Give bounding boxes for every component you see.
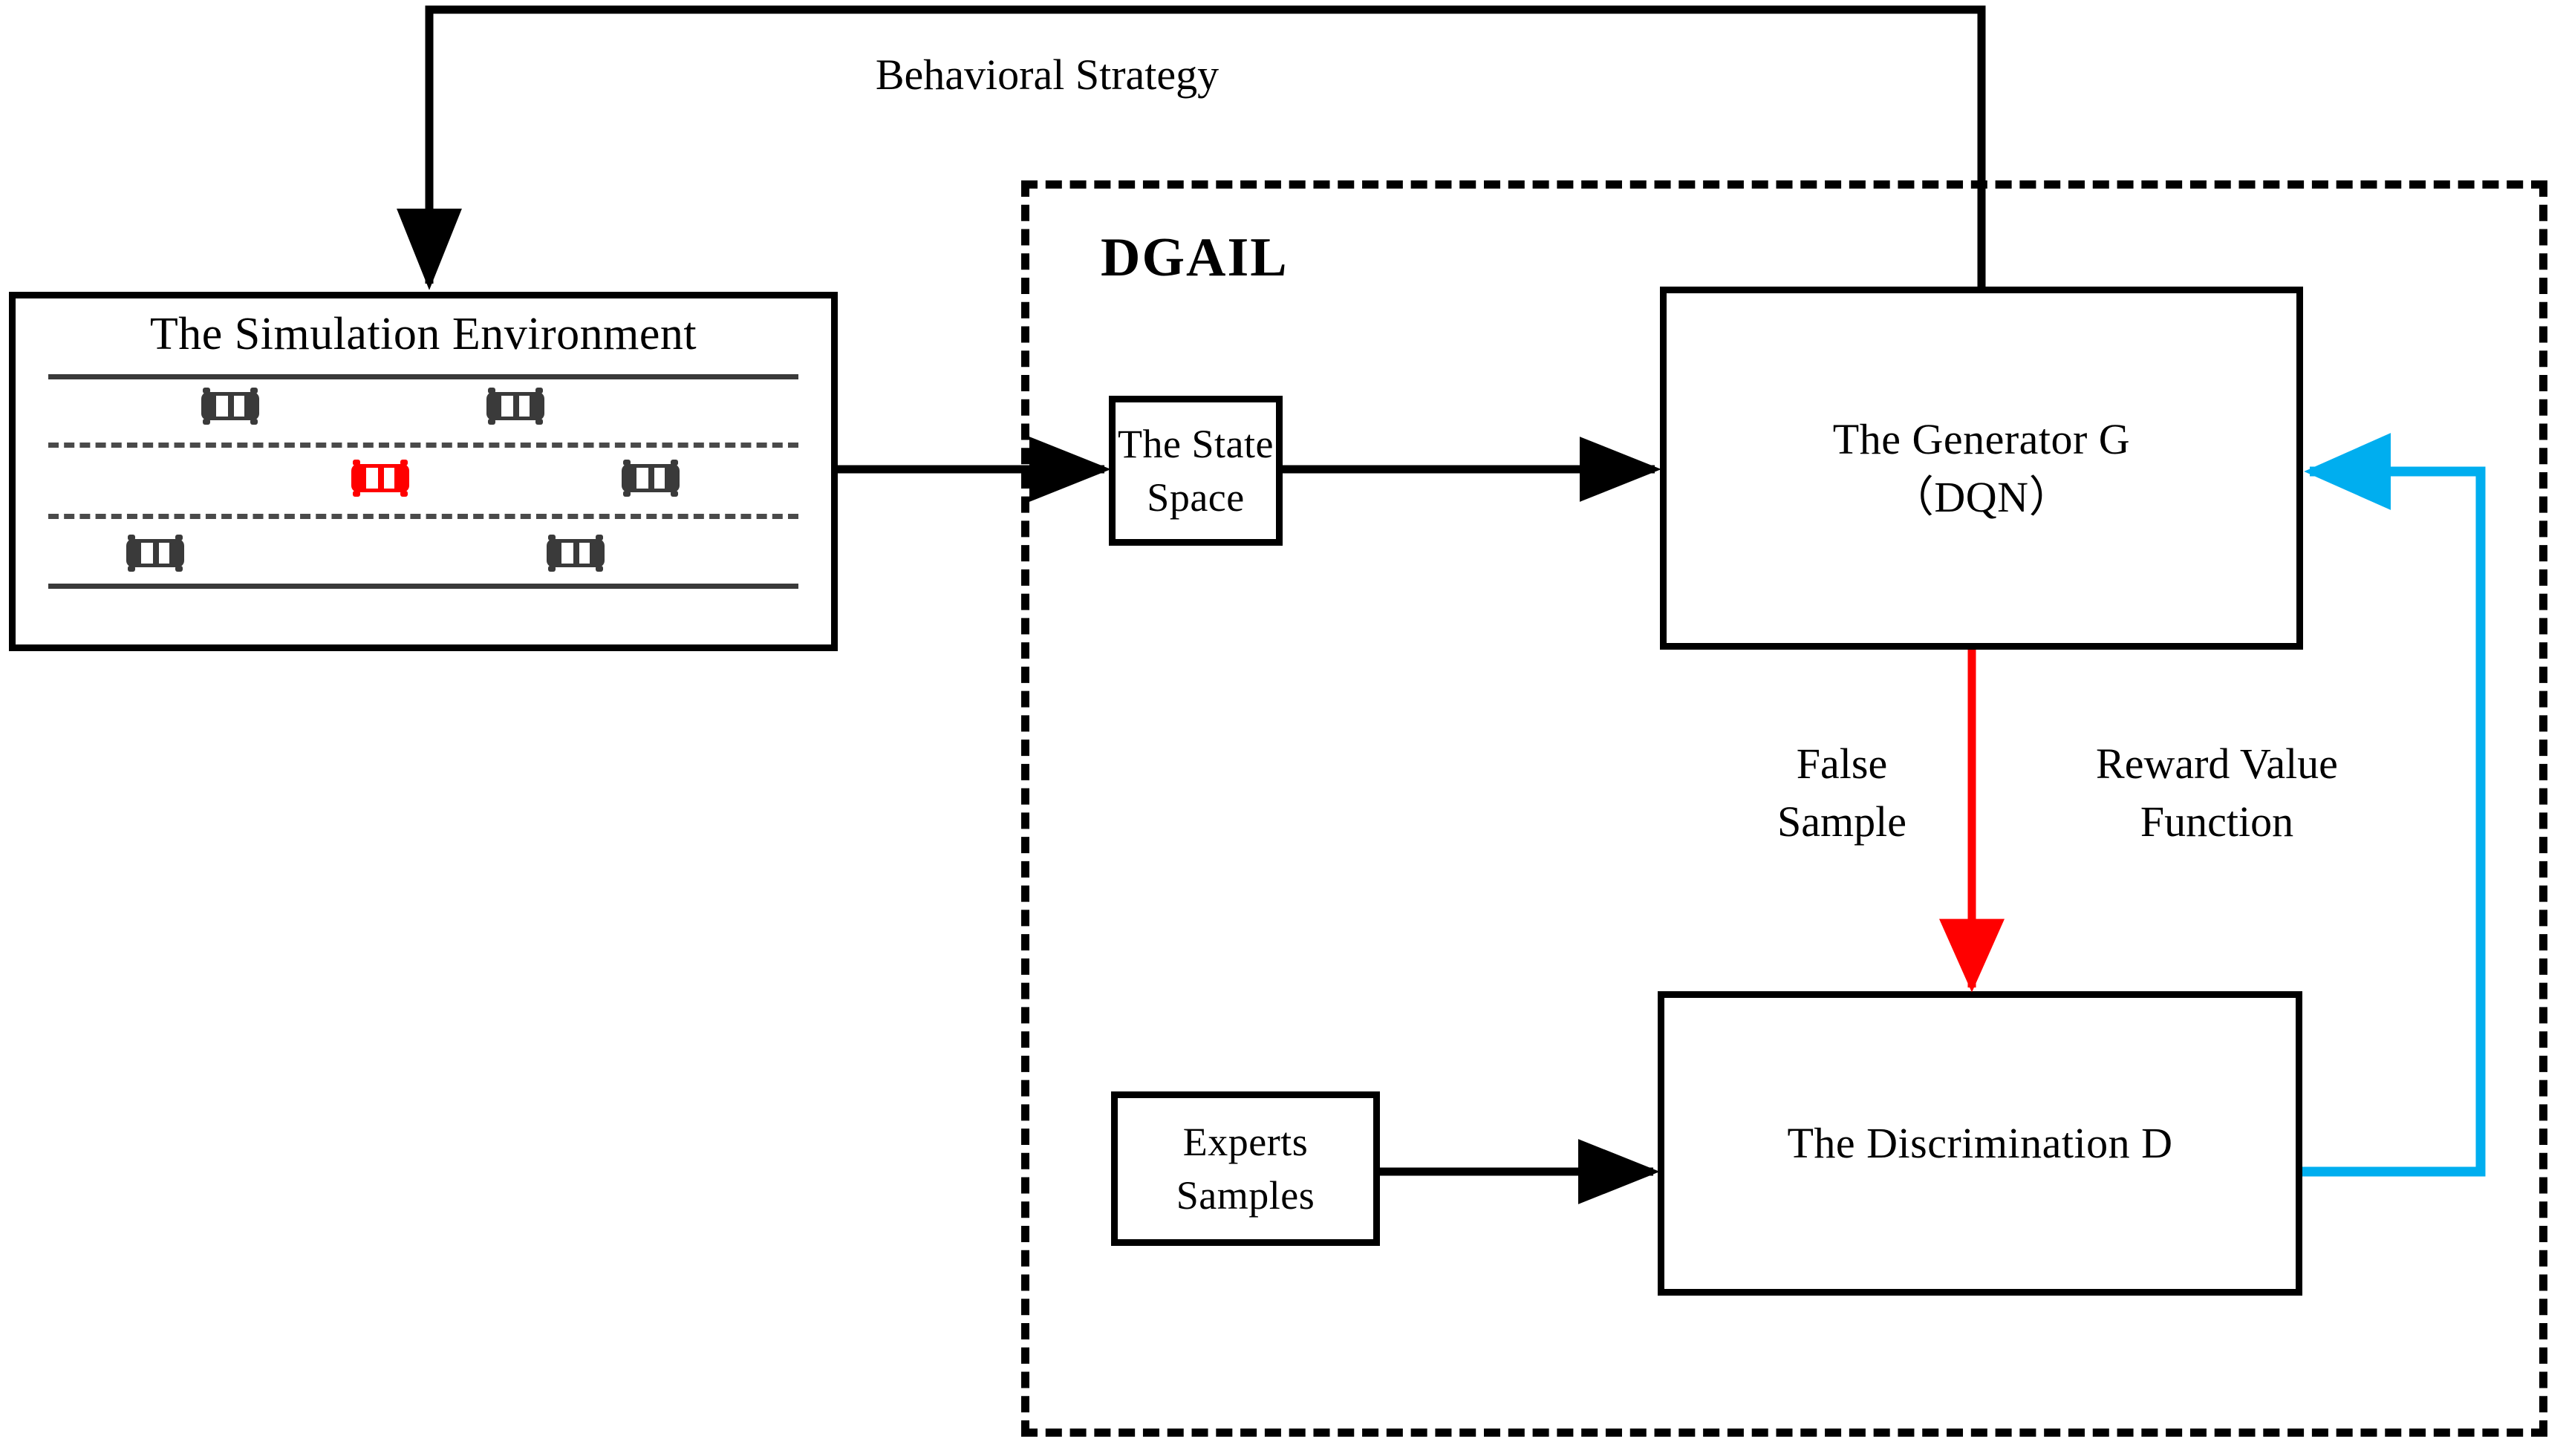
node-generator[interactable]: The Generator G （DQN） [1660, 287, 2303, 650]
edge-label-reward-value-function: Reward Value Function [2096, 740, 2338, 846]
road-edge-bottom [48, 584, 799, 590]
node-simulation-environment[interactable]: The Simulation Environment [9, 292, 838, 651]
lane-divider-2 [48, 514, 799, 520]
node-discrimination[interactable]: The Discrimination D [1658, 991, 2302, 1296]
edge-label-false-sample: False Sample [1777, 740, 1906, 846]
car-icon-traffic-2 [486, 388, 544, 425]
car-icon-traffic-5 [546, 535, 605, 572]
car-icon-traffic-4 [126, 535, 184, 572]
car-icon-ego-vehicle [351, 460, 409, 497]
highway-scene [48, 371, 799, 594]
dgail-title: DGAIL [1101, 227, 1289, 288]
car-icon-traffic-3 [621, 460, 680, 497]
node-state-space[interactable]: The State Space [1109, 396, 1283, 546]
lane-divider-1 [48, 443, 799, 448]
car-icon-traffic-1 [201, 388, 259, 425]
experts-samples-label: Experts Samples [1176, 1119, 1315, 1218]
generator-label: The Generator G （DQN） [1832, 414, 2131, 521]
simulation-environment-label: The Simulation Environment [149, 309, 697, 359]
node-experts-samples[interactable]: Experts Samples [1111, 1091, 1380, 1246]
state-space-label: The State Space [1118, 421, 1274, 520]
edge-label-behavioral-strategy: Behavioral Strategy [875, 50, 1219, 99]
discrimination-label: The Discrimination D [1787, 1119, 2173, 1168]
road-edge-top [48, 374, 799, 380]
